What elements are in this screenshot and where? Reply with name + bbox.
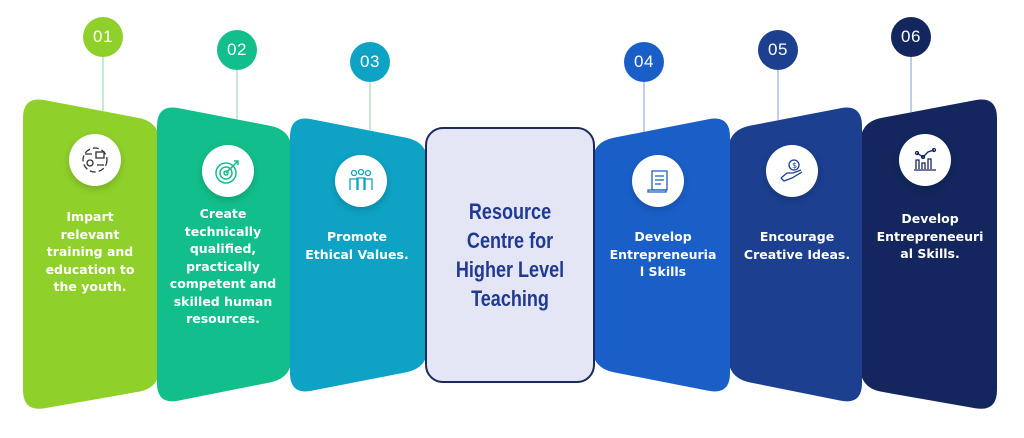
step-panel-1 (23, 99, 160, 409)
center-card: Resource Centre for Higher Level Teachin… (425, 127, 595, 383)
svg-text:$: $ (792, 161, 797, 170)
step-number-3: 03 (350, 42, 390, 82)
step-text-3: Promote Ethical Values. (305, 229, 409, 262)
step-number-2: 02 (217, 30, 257, 70)
step-panel-4 (592, 118, 730, 392)
scroll-document-icon (632, 155, 684, 207)
step-panel-5 (728, 107, 862, 402)
step-number-6: 06 (891, 17, 931, 57)
step-text-4: Develop Entrepreneuria l Skills (609, 229, 717, 279)
step-number-4: 04 (624, 42, 664, 82)
step-panel-3 (290, 118, 428, 392)
step-text-6: Develop Entrepreneeuri al Skills. (876, 211, 984, 261)
money-hand-icon: $ (766, 145, 818, 197)
step-text-2: Create technically qualified, practicall… (169, 206, 277, 326)
step-panel-2 (157, 107, 292, 402)
target-icon (202, 145, 254, 197)
step-text-1: Impart relevant training and education t… (45, 209, 135, 294)
training-cycle-icon (69, 134, 121, 186)
step-number-1: 01 (83, 17, 123, 57)
people-group-icon (335, 155, 387, 207)
center-title: Resource Centre for Higher Level Teachin… (455, 199, 565, 311)
growth-chart-icon (899, 134, 951, 186)
step-text-5: Encourage Creative Ideas. (743, 229, 851, 262)
step-panel-6 (860, 99, 997, 409)
step-number-5: 05 (758, 30, 798, 70)
